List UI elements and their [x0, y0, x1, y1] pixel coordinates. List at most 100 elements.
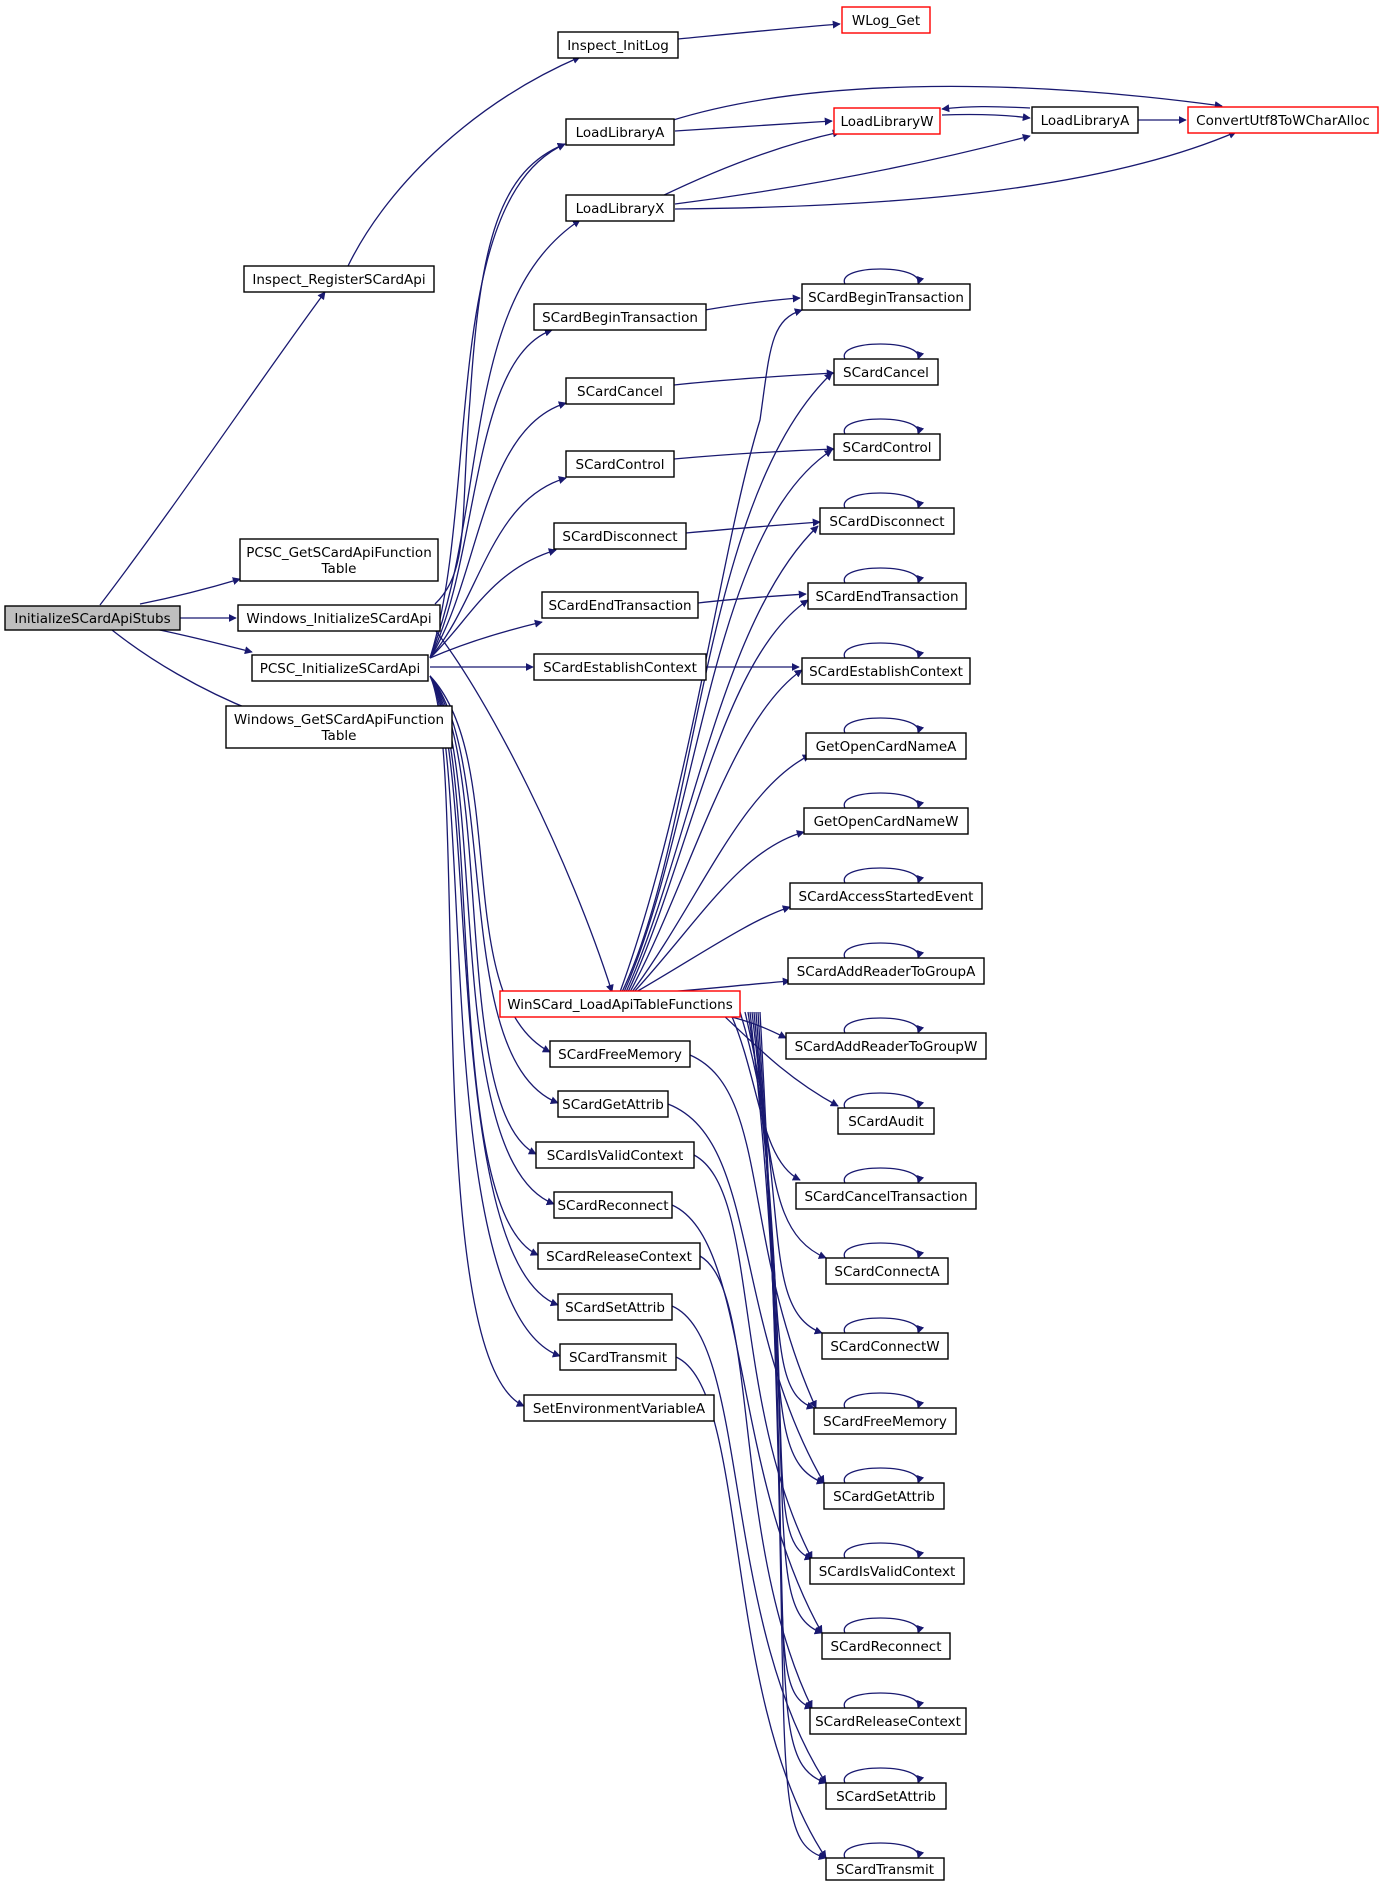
node-r-end-transaction[interactable]: SCardEndTransaction — [807, 582, 967, 610]
edge — [843, 867, 925, 884]
edge — [635, 905, 791, 993]
node-label: SCardControl — [843, 440, 932, 456]
edge — [843, 792, 925, 809]
node-r-get-open-card-name-a[interactable]: GetOpenCardNameA — [805, 732, 967, 760]
node-label: SCardEndTransaction — [815, 589, 958, 605]
node-r-get-attrib[interactable]: SCardGetAttrib — [823, 1482, 945, 1510]
edge — [757, 1011, 827, 1785]
edge — [843, 1842, 925, 1859]
node-label: SCardSetAttrib — [836, 1789, 936, 1805]
edge — [843, 492, 925, 509]
node-label: Inspect_RegisterSCardApi — [252, 272, 425, 288]
edge — [744, 1011, 823, 1335]
node-inspect-init-log[interactable]: Inspect_InitLog — [557, 31, 679, 59]
node-pcsc-begin-transaction[interactable]: SCardBeginTransaction — [533, 303, 707, 331]
edge — [843, 1467, 925, 1484]
node-label: SCardReconnect — [557, 1198, 668, 1214]
node-set-environment-variable-a[interactable]: SetEnvironmentVariableA — [523, 1394, 715, 1422]
edge — [429, 675, 551, 1053]
node-pcsc-end-transaction[interactable]: SCardEndTransaction — [541, 591, 699, 619]
node-label: Table — [321, 728, 357, 744]
node-pcsc-reconnect[interactable]: SCardReconnect — [553, 1191, 673, 1219]
node-label: WLog_Get — [852, 13, 920, 29]
node-r-cancel[interactable]: SCardCancel — [833, 358, 939, 386]
edge — [704, 294, 801, 311]
node-r-connect-a[interactable]: SCardConnectA — [825, 1257, 949, 1285]
node-pcsc-get-scard-api-function-table[interactable]: PCSC_GetSCardApiFunction Table — [239, 538, 439, 582]
node-load-library-x[interactable]: LoadLibraryX — [565, 194, 675, 222]
node-r-add-reader-to-group-w[interactable]: SCardAddReaderToGroupW — [785, 1032, 987, 1060]
node-pcsc-disconnect[interactable]: SCardDisconnect — [553, 522, 687, 550]
edge — [347, 56, 581, 267]
node-pcsc-establish-context[interactable]: SCardEstablishContext — [533, 653, 707, 681]
node-label: SCardDisconnect — [829, 514, 944, 530]
node-load-library-a[interactable]: LoadLibraryA — [1031, 106, 1139, 134]
edge — [671, 1204, 823, 1634]
edge — [667, 1103, 825, 1484]
edge — [843, 1167, 925, 1184]
node-r-add-reader-to-group-a[interactable]: SCardAddReaderToGroupA — [787, 957, 985, 985]
edge — [429, 219, 581, 659]
edge — [671, 1305, 827, 1784]
edge — [99, 291, 326, 606]
node-load-library-a-caller[interactable]: LoadLibraryA — [565, 118, 675, 146]
edge — [843, 1242, 925, 1259]
node-r-begin-transaction[interactable]: SCardBeginTransaction — [801, 283, 971, 311]
node-pcsc-cancel[interactable]: SCardCancel — [565, 377, 675, 405]
node-windows-initialize-scard-api[interactable]: Windows_InitializeSCardApi — [237, 604, 441, 632]
node-convert-utf8-to-wchar-alloc[interactable]: ConvertUtf8ToWCharAlloc — [1187, 106, 1379, 134]
edge — [111, 629, 257, 714]
node-r-cancel-transaction[interactable]: SCardCancelTransaction — [795, 1182, 977, 1210]
node-label: PCSC_GetSCardApiFunction — [246, 545, 432, 561]
node-pcsc-control[interactable]: SCardControl — [565, 450, 675, 478]
node-r-establish-context[interactable]: SCardEstablishContext — [801, 657, 971, 685]
node-r-access-started-event[interactable]: SCardAccessStartedEvent — [789, 882, 983, 910]
node-label: SCardConnectW — [830, 1339, 939, 1355]
node-r-get-open-card-name-w[interactable]: GetOpenCardNameW — [803, 807, 969, 835]
node-r-control[interactable]: SCardControl — [833, 433, 941, 461]
node-r-set-attrib[interactable]: SCardSetAttrib — [825, 1782, 947, 1810]
edge — [759, 1011, 827, 1860]
node-r-disconnect[interactable]: SCardDisconnect — [819, 507, 955, 535]
node-label: SCardSetAttrib — [565, 1300, 665, 1316]
node-label: SCardCancelTransaction — [804, 1189, 967, 1205]
node-pcsc-free-memory[interactable]: SCardFreeMemory — [549, 1040, 691, 1068]
node-label: LoadLibraryA — [1041, 113, 1131, 129]
node-r-release-context[interactable]: SCardReleaseContext — [809, 1707, 967, 1735]
node-r-connect-w[interactable]: SCardConnectW — [821, 1332, 949, 1360]
edge — [843, 567, 925, 584]
node-r-is-valid-context[interactable]: SCardIsValidContext — [809, 1557, 965, 1585]
node-pcsc-set-attrib[interactable]: SCardSetAttrib — [557, 1293, 673, 1321]
node-wlog-get[interactable]: WLog_Get — [841, 6, 931, 34]
node-r-transmit[interactable]: SCardTransmit — [825, 1857, 945, 1881]
node-label: SCardControl — [576, 457, 665, 473]
node-r-reconnect[interactable]: SCardReconnect — [821, 1632, 951, 1660]
edge — [677, 20, 841, 40]
edge — [619, 308, 803, 993]
node-windows-get-scard-api-function-table[interactable]: Windows_GetSCardApiFunction Table — [225, 705, 453, 749]
edge — [843, 1317, 925, 1334]
node-winscard-load-api-table-functions[interactable]: WinSCard_LoadApiTableFunctions — [499, 990, 741, 1018]
node-pcsc-transmit[interactable]: SCardTransmit — [559, 1343, 677, 1371]
node-pcsc-initialize-scard-api[interactable]: PCSC_InitializeSCardApi — [251, 654, 429, 682]
edge — [843, 418, 925, 435]
node-pcsc-release-context[interactable]: SCardReleaseContext — [537, 1242, 701, 1270]
edge — [739, 1011, 827, 1259]
node-inspect-register-scard-api[interactable]: Inspect_RegisterSCardApi — [243, 265, 435, 293]
edge — [843, 1617, 925, 1634]
edge — [843, 1017, 925, 1034]
node-label: SCardCancel — [577, 384, 663, 400]
node-load-library-w[interactable]: LoadLibraryW — [833, 107, 941, 135]
node-pcsc-is-valid-context[interactable]: SCardIsValidContext — [535, 1141, 695, 1169]
node-initialize-scard-api-stubs[interactable]: InitializeSCardApiStubs — [4, 605, 181, 631]
edge — [429, 675, 525, 1407]
node-label: LoadLibraryA — [576, 125, 666, 141]
node-r-audit[interactable]: SCardAudit — [837, 1107, 935, 1135]
edge — [843, 268, 925, 285]
edge — [673, 369, 835, 386]
node-pcsc-get-attrib[interactable]: SCardGetAttrib — [557, 1090, 669, 1118]
node-r-free-memory[interactable]: SCardFreeMemory — [813, 1407, 957, 1435]
node-label: SCardReleaseContext — [815, 1714, 961, 1730]
node-label: SCardFreeMemory — [558, 1047, 682, 1063]
node-label: SCardGetAttrib — [562, 1097, 664, 1113]
